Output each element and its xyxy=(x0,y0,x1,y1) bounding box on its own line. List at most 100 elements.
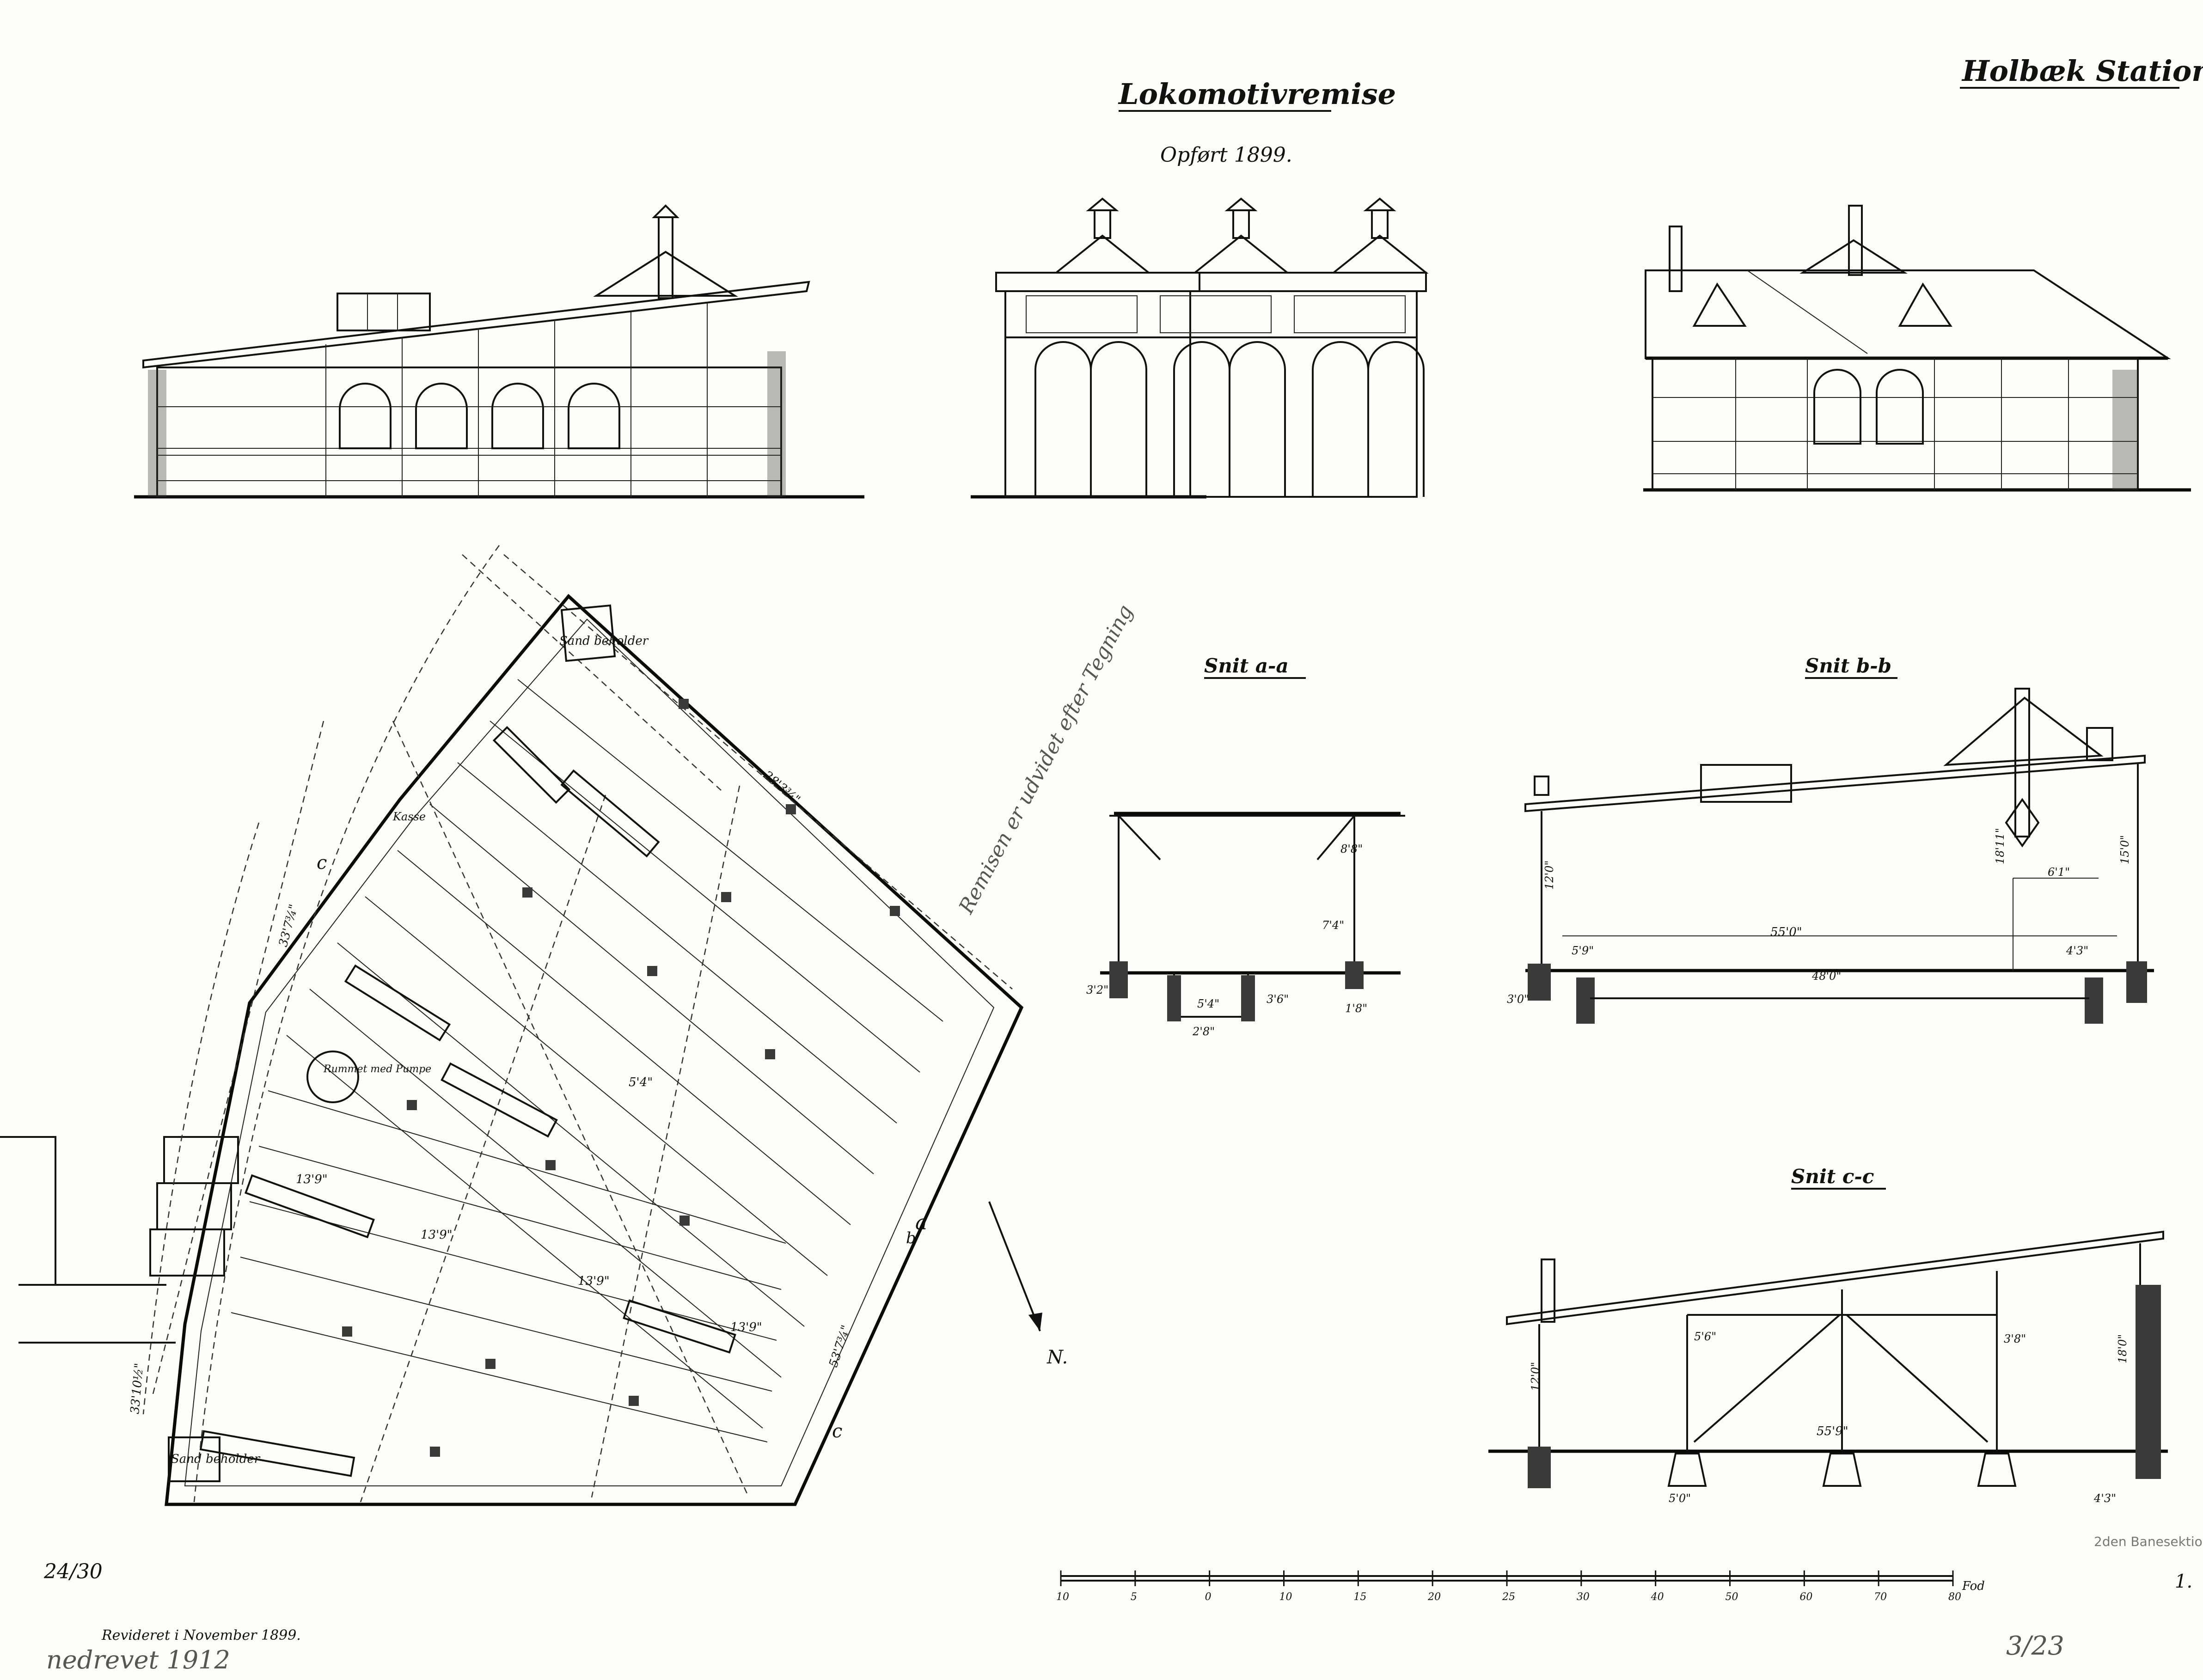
scale-tick-label: 60 xyxy=(1799,1591,1812,1603)
room-label-pump: Rummet med Pumpe xyxy=(323,1063,431,1075)
cut-letter-a: a xyxy=(915,1211,927,1234)
roof-lantern xyxy=(337,293,431,331)
scale-tick-label: 10 xyxy=(1056,1591,1069,1603)
track-lines xyxy=(231,679,943,1442)
room-label-sand-1: Sand beholder xyxy=(559,634,649,648)
cut-letter-b: b xyxy=(906,1229,916,1247)
scale-tick-label: 80 xyxy=(1948,1591,1961,1603)
dim-1: 13'9" xyxy=(296,1173,328,1186)
dim-c-3: 18'0" xyxy=(2116,1334,2129,1363)
cut-letter-c: c xyxy=(317,852,327,874)
door-panels xyxy=(1034,341,1425,497)
wall-pilasters xyxy=(325,303,708,497)
dim-4: 13'9" xyxy=(730,1320,762,1334)
drawing-title: Lokomotivremise xyxy=(1118,77,1396,111)
dim-c-7: 4'3" xyxy=(2093,1492,2116,1505)
section-c-c: Snit c-c 55'9" 12'0" 18'0" 5'6" 3'8" 5'0… xyxy=(1488,1165,2168,1505)
plan-outline xyxy=(165,593,1024,1506)
dormer-left xyxy=(1692,282,1747,327)
scale-tick-label: 25 xyxy=(1502,1591,1515,1603)
dim-c-6: 5'0" xyxy=(1669,1492,1691,1505)
scale-tick-label: 30 xyxy=(1577,1591,1590,1603)
room-label-sand-2: Sand beholder xyxy=(171,1452,261,1466)
roof-c xyxy=(1506,1230,2164,1326)
hidden-lines xyxy=(152,554,1013,1503)
dim-a-7: 1'8" xyxy=(1345,1002,1367,1015)
chimney xyxy=(1669,226,1683,292)
side-elevation-left xyxy=(134,204,864,499)
dim-b-4: 18'11" xyxy=(1994,828,2007,864)
station-name: Holbæk Station. xyxy=(1961,54,2203,88)
built-year: Opført 1899. xyxy=(1160,143,1292,167)
gable-vents xyxy=(1053,197,1429,274)
dim-c-2: 12'0" xyxy=(1529,1362,1542,1391)
roof-b xyxy=(1524,754,2146,813)
dim-a-4: 2'8" xyxy=(1192,1025,1215,1038)
front-wall xyxy=(1004,290,1191,498)
sand-boxes xyxy=(149,1136,239,1277)
dim-b-8: 48'0" xyxy=(1811,970,1841,983)
dim-5: 28'3¾" xyxy=(760,768,803,807)
dim-8: 53'7¾" xyxy=(826,1324,853,1369)
section-a-label: Snit a-a xyxy=(1204,654,1289,677)
shed-roof xyxy=(142,281,810,369)
lantern-b xyxy=(1700,764,1792,803)
section-b-label: Snit b-b xyxy=(1805,654,1891,677)
dim-2: 13'9" xyxy=(421,1228,453,1242)
dim-a-3: 5'4" xyxy=(1197,997,1219,1010)
turntable-circle xyxy=(306,1051,359,1103)
arched-windows xyxy=(339,383,620,449)
dim-9: 5'4" xyxy=(629,1075,653,1089)
floor-plan: Sand beholder Sand beholder Kasse Rummet… xyxy=(0,545,1138,1506)
sand-store-bottom xyxy=(168,1436,220,1482)
dim-b-2: 12'0" xyxy=(1543,861,1556,890)
dim-c-1: 55'9" xyxy=(1817,1424,1848,1438)
inspection-pits xyxy=(199,726,736,1477)
scale-tick-label: 40 xyxy=(1651,1591,1664,1603)
dim-a-2: 8'8" xyxy=(1340,843,1363,855)
ventilator-hood xyxy=(1799,239,1908,274)
dim-a-5: 3'2" xyxy=(1086,984,1108,996)
dim-c-4: 5'6" xyxy=(1694,1330,1716,1343)
scale-tick-label: 0 xyxy=(1205,1591,1212,1603)
scale-tick-label: 50 xyxy=(1726,1591,1738,1603)
north-label: N. xyxy=(1046,1347,1068,1368)
demolition-note: nedrevet 1912 xyxy=(46,1645,230,1674)
side-wall xyxy=(1652,357,2139,491)
dim-b-6: 6'1" xyxy=(2048,866,2070,879)
pencil-annotation: Remisen er udvidet efter Tegning xyxy=(954,601,1138,918)
dim-7: 33'10½" xyxy=(128,1362,147,1415)
dim-a-1: 7'4" xyxy=(1322,919,1344,932)
archive-ref: 24/30 xyxy=(43,1560,103,1583)
header: Lokomotivremise Opført 1899. Holbæk Stat… xyxy=(1118,54,2203,167)
clerestory-windows xyxy=(1026,295,1406,333)
approach-curve xyxy=(142,822,260,1415)
front-elevation xyxy=(971,197,1429,499)
dim-6: 33'7¾" xyxy=(276,903,301,948)
dim-a-6: 3'6" xyxy=(1267,993,1289,1006)
cut-letter-c2: c xyxy=(832,1421,842,1442)
scale-tick-label: 20 xyxy=(1427,1591,1441,1603)
revision-note: Revideret i November 1899. xyxy=(101,1627,301,1643)
section-a-a: Snit a-a 7'4" 8'8" 5'4" 2'8" 3'2" 3'6" 1… xyxy=(1086,654,1405,1038)
section-c-label: Snit c-c xyxy=(1791,1165,1874,1188)
dim-b-5: 5'9" xyxy=(1572,944,1594,957)
dim-b-1: 55'0" xyxy=(1770,925,1802,939)
scale-tick-label: 10 xyxy=(1279,1591,1292,1603)
dim-c-5: 3'8" xyxy=(2004,1332,2026,1345)
arched-window xyxy=(1813,369,1861,445)
drawing-ref: 3/23 xyxy=(2006,1631,2064,1661)
ventilator-hood xyxy=(593,250,738,297)
scale-tick-label: 5 xyxy=(1131,1591,1137,1603)
arched-window xyxy=(1876,369,1924,445)
dim-b-7: 4'3" xyxy=(2066,944,2088,957)
sheet-number: 1. xyxy=(2175,1571,2192,1592)
column-posts xyxy=(342,699,900,1457)
side-elevation-right xyxy=(1643,205,2191,492)
dim-3: 13'9" xyxy=(578,1274,610,1288)
sand-store-top xyxy=(560,604,616,662)
footer: Revideret i November 1899. nedrevet 1912… xyxy=(43,1534,2203,1674)
room-label-box: Kasse xyxy=(392,810,426,823)
